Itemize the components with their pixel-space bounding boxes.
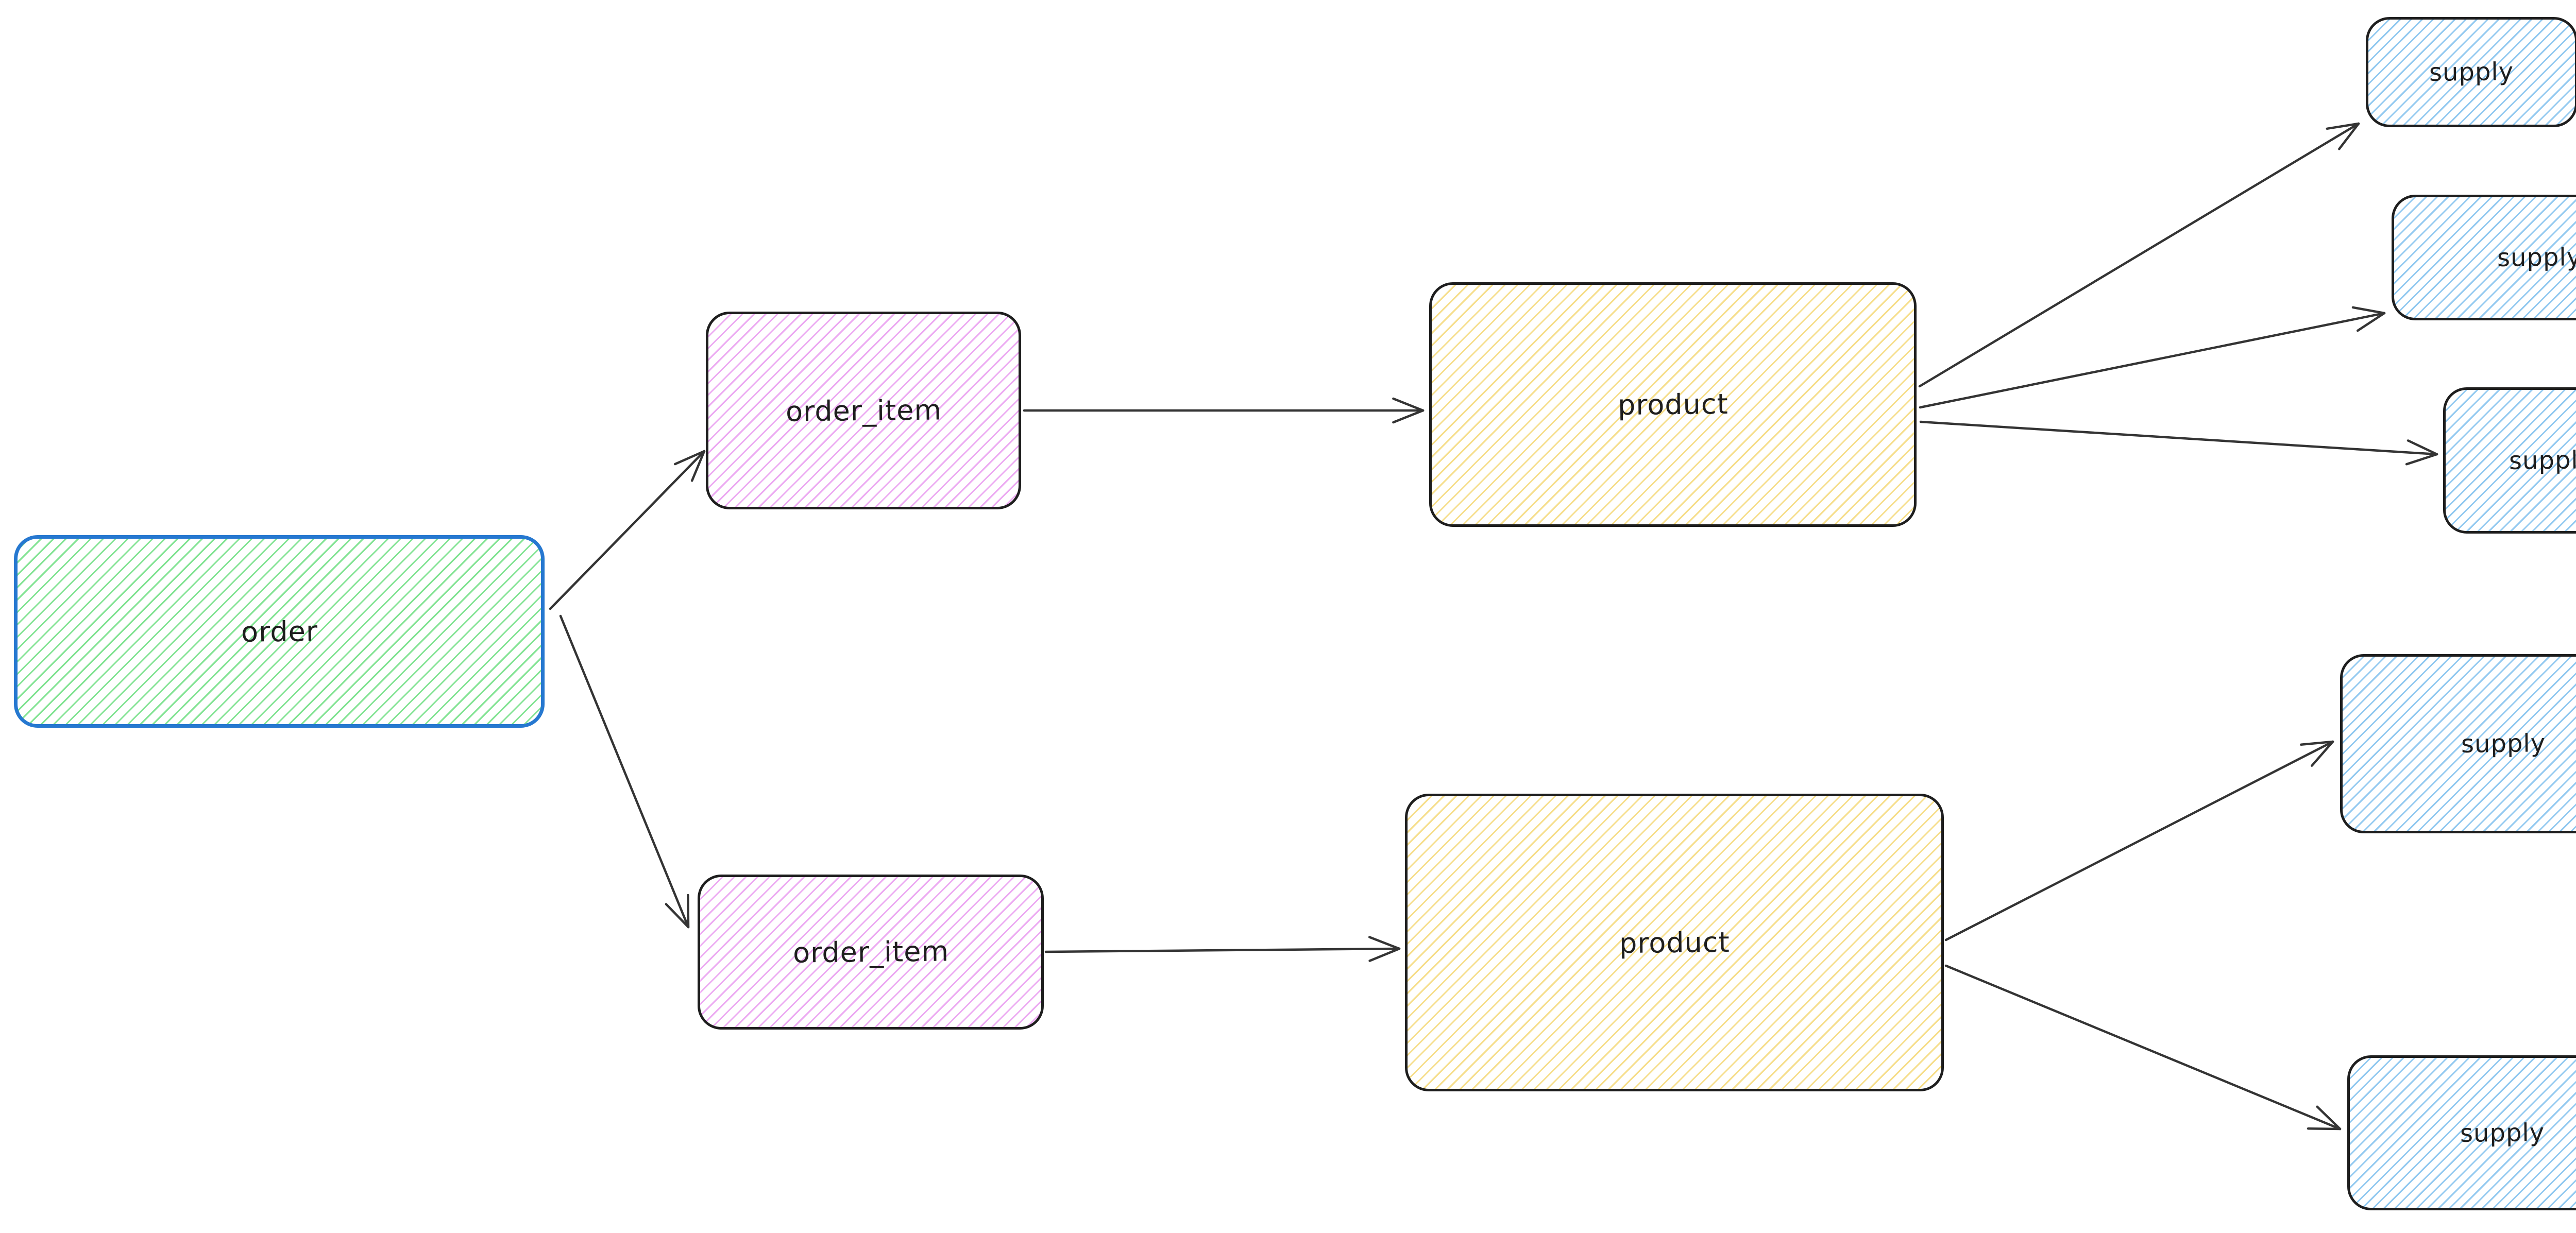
node-order_item_2[interactable]: order_item — [698, 875, 1044, 1030]
arrow-head — [674, 450, 706, 466]
arrow-line — [1944, 740, 2334, 941]
arrow-head — [665, 903, 690, 929]
arrow-head — [2316, 1105, 2342, 1131]
arrow-product_2-to-supply_5[interactable] — [1944, 964, 2342, 1131]
arrow-order-to-order_item_2[interactable] — [559, 614, 690, 929]
arrow-head — [1392, 397, 1425, 412]
arrow-head — [2300, 740, 2334, 746]
arrow-order_item_1-to-product_1[interactable] — [1023, 397, 1425, 424]
node-label: supply — [2429, 57, 2514, 87]
arrow-head — [2405, 453, 2438, 466]
arrow-order-to-order_item_1[interactable] — [549, 450, 706, 610]
node-supply_4[interactable]: supply — [2340, 654, 2576, 833]
arrow-product_1-to-supply_3[interactable] — [1919, 420, 2438, 466]
arrow-head — [1368, 936, 1401, 950]
arrow-head — [2311, 740, 2334, 767]
arrow-line — [559, 614, 690, 929]
node-label: order_item — [792, 935, 949, 969]
node-supply_3[interactable]: supply — [2443, 387, 2576, 534]
node-supply_5[interactable]: supply — [2347, 1055, 2576, 1210]
node-label: supply — [2461, 729, 2546, 759]
arrow-line — [1918, 122, 2360, 388]
arrow-line — [1919, 420, 2438, 456]
node-label: product — [1619, 926, 1730, 960]
node-label: product — [1617, 387, 1728, 422]
arrow-head — [2326, 122, 2360, 130]
arrow-head — [2351, 306, 2386, 315]
arrow-head — [2307, 1127, 2342, 1131]
arrow-line — [1919, 312, 2386, 409]
arrow-head — [1368, 947, 1401, 962]
node-supply_2[interactable]: supply — [2392, 195, 2576, 320]
arrow-order_item_2-to-product_2[interactable] — [1044, 936, 1401, 962]
arrow-head — [2356, 312, 2386, 332]
arrow-line — [1944, 964, 2342, 1131]
arrow-line — [549, 450, 706, 610]
node-label: order_item — [785, 393, 942, 428]
arrow-product_1-to-supply_2[interactable] — [1919, 306, 2386, 409]
node-product_1[interactable]: product — [1429, 282, 1917, 527]
arrow-product_1-to-supply_1[interactable] — [1918, 122, 2360, 388]
node-label: supply — [2460, 1118, 2545, 1148]
node-label: order — [241, 614, 318, 648]
arrow-head — [2406, 439, 2438, 456]
arrow-head — [2338, 122, 2360, 150]
node-label: supply — [2497, 243, 2576, 272]
node-supply_1[interactable]: supply — [2366, 17, 2576, 127]
arrow-line — [1044, 947, 1401, 953]
arrow-product_2-to-supply_4[interactable] — [1944, 740, 2334, 941]
node-order_item_1[interactable]: order_item — [706, 312, 1021, 509]
node-label: supply — [2509, 446, 2576, 475]
node-order[interactable]: order — [14, 535, 545, 728]
node-product_2[interactable]: product — [1405, 794, 1944, 1091]
arrow-head — [1392, 409, 1425, 424]
arrow-head — [690, 450, 706, 482]
